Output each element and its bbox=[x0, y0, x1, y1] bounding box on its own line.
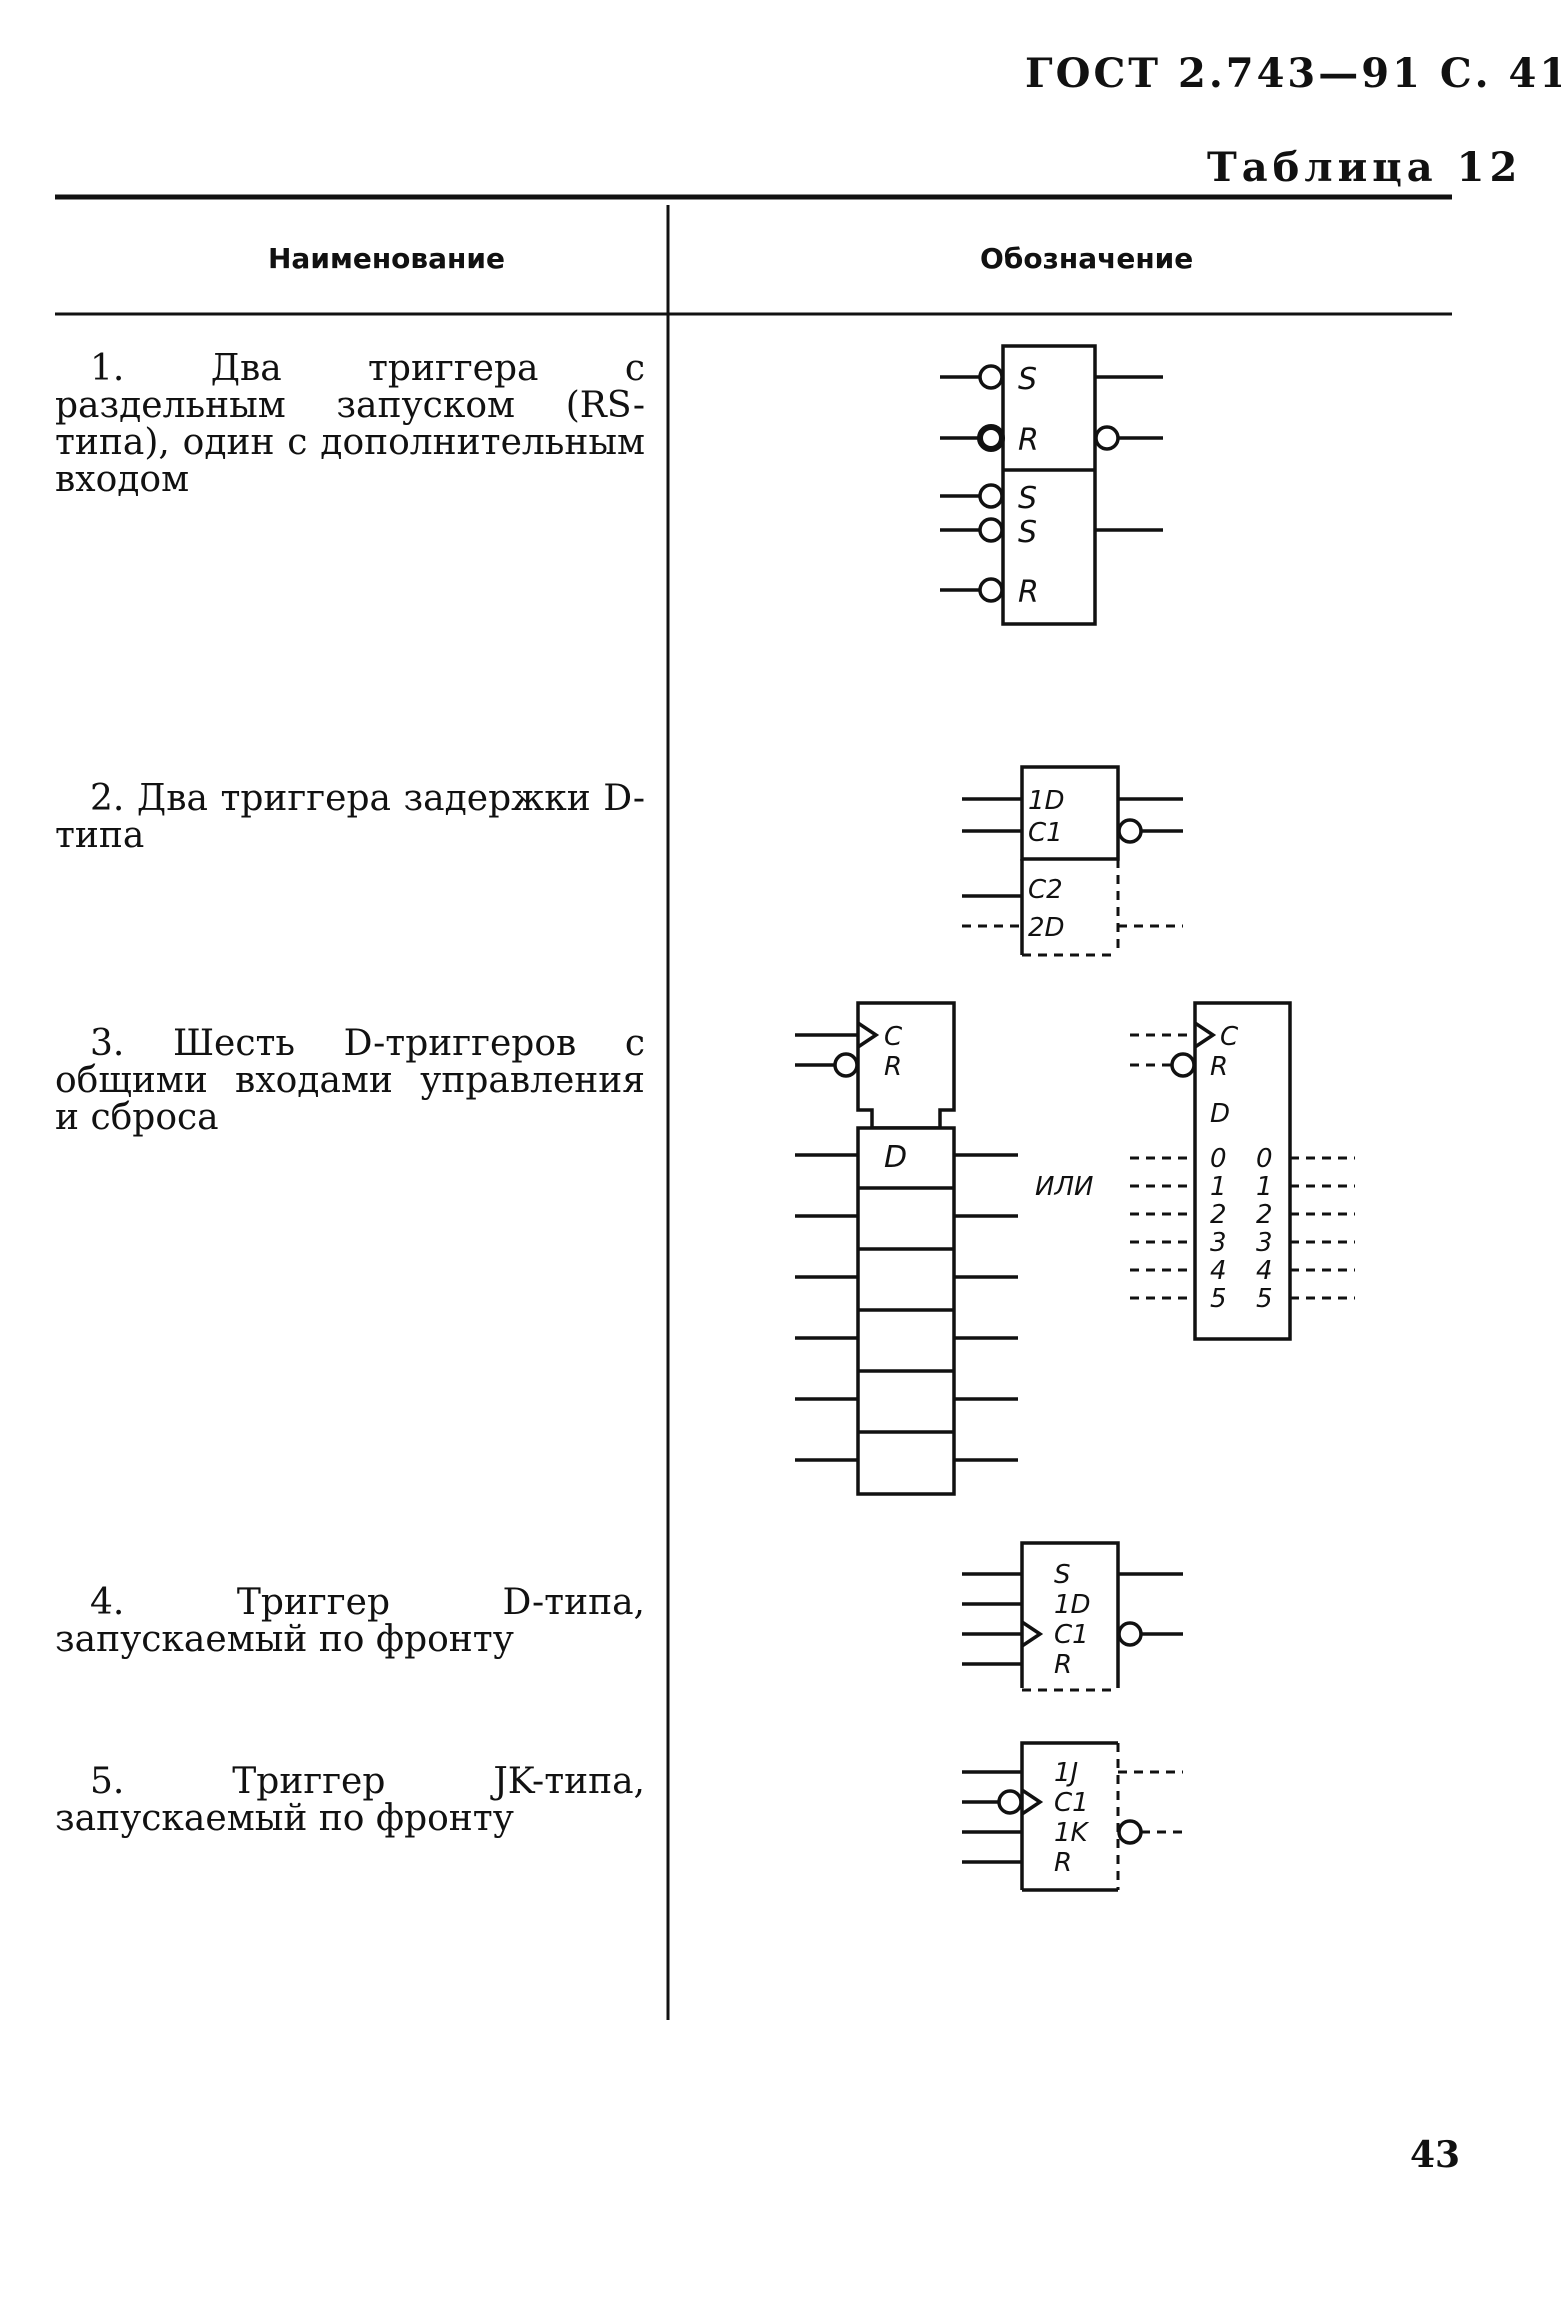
s3b-in-5: 5 bbox=[1210, 1284, 1227, 1314]
s3b-in-2: 2 bbox=[1210, 1200, 1227, 1230]
s3a-label-d: D bbox=[884, 1140, 907, 1175]
table-title: Таблица 12 bbox=[1207, 144, 1523, 191]
s1-label-s: S bbox=[1018, 362, 1037, 397]
s3b-in-4: 4 bbox=[1210, 1256, 1227, 1286]
s3b-out-5: 5 bbox=[1256, 1284, 1273, 1314]
s1-label-r: R bbox=[1018, 423, 1039, 458]
s1-label-s2: S bbox=[1018, 481, 1037, 516]
s5-label-r: R bbox=[1054, 1848, 1072, 1878]
row-text: Триггер D-типа, запускаемый по фронту bbox=[55, 1582, 645, 1660]
symbol-six-d-flipflops-a: C R D bbox=[795, 1001, 1018, 1496]
table-row-3-name: 3. Шесть D-триггеров с общими входами уп… bbox=[55, 1025, 645, 1136]
symbol-edge-jk-flipflop: 1J C1 1K R bbox=[962, 1741, 1183, 1892]
s3b-label-c: C bbox=[1220, 1022, 1239, 1052]
table-row-4-name: 4. Триггер D-типа, запускаемый по фронту bbox=[55, 1584, 645, 1658]
s2-label-c1: C1 bbox=[1028, 818, 1063, 848]
s3a-label-r: R bbox=[884, 1052, 902, 1082]
s3b-out-2: 2 bbox=[1256, 1200, 1273, 1230]
s4-label-1d: 1D bbox=[1054, 1590, 1091, 1620]
s2-label-c2: C2 bbox=[1028, 875, 1063, 905]
table-row-5-name: 5. Триггер JK-типа, запускаемый по фронт… bbox=[55, 1763, 645, 1837]
s4-label-r: R bbox=[1054, 1650, 1072, 1680]
alternative-or-label: ИЛИ bbox=[1035, 1172, 1093, 1202]
s1-label-s3: S bbox=[1018, 515, 1037, 550]
s4-label-c1: C1 bbox=[1054, 1620, 1089, 1650]
row-text: Два триггера задержки D-типа bbox=[55, 778, 645, 856]
row-text: Триггер JK-типа, запускаемый по фронту bbox=[55, 1761, 645, 1839]
row-number: 1. bbox=[90, 348, 125, 389]
s3b-label-d: D bbox=[1210, 1099, 1230, 1129]
s2-label-1d: 1D bbox=[1028, 786, 1065, 816]
symbol-d-delay-flipflops: 1D C1 C2 2D bbox=[962, 765, 1183, 957]
s3b-out-4: 4 bbox=[1256, 1256, 1273, 1286]
row-number: 2. bbox=[90, 778, 125, 819]
s5-label-1j: 1J bbox=[1054, 1758, 1078, 1788]
column-header-name: Наименование bbox=[268, 242, 505, 275]
page-number: 43 bbox=[1410, 2134, 1461, 2176]
s3b-out-1: 1 bbox=[1256, 1172, 1273, 1202]
s3b-out-0: 0 bbox=[1256, 1144, 1273, 1174]
table-row-1-name: 1. Два триггера с раздельным запуском (R… bbox=[55, 350, 645, 498]
s3b-label-r: R bbox=[1210, 1052, 1228, 1082]
column-header-symbol: Обозначение bbox=[980, 242, 1194, 275]
table-row-2-name: 2. Два триггера задержки D-типа bbox=[55, 780, 645, 854]
s2-label-2d: 2D bbox=[1028, 913, 1065, 943]
standard-header: ГОСТ 2.743—91 С. 41 bbox=[1025, 50, 1561, 97]
s3b-out-3: 3 bbox=[1256, 1228, 1273, 1258]
row-text: Два триггера с раздельным запуском (RS-т… bbox=[55, 348, 645, 500]
row-number: 5. bbox=[90, 1761, 125, 1802]
row-text: Шесть D-триггеров с общими входами управ… bbox=[55, 1023, 645, 1138]
s4-label-s: S bbox=[1054, 1560, 1071, 1590]
symbol-edge-d-flipflop: S 1D C1 R bbox=[962, 1541, 1183, 1692]
s5-label-1k: 1K bbox=[1054, 1818, 1090, 1848]
s3b-in-0: 0 bbox=[1210, 1144, 1227, 1174]
row-number: 4. bbox=[90, 1582, 125, 1623]
s3a-label-c: C bbox=[884, 1022, 903, 1052]
s3b-in-3: 3 bbox=[1210, 1228, 1227, 1258]
s3b-in-1: 1 bbox=[1210, 1172, 1227, 1202]
row-number: 3. bbox=[90, 1023, 125, 1064]
symbol-six-d-flipflops-b: C R D 0 1 2 3 4 5 0 1 2 3 4 5 bbox=[1130, 1001, 1355, 1341]
s1-label-r2: R bbox=[1018, 575, 1039, 610]
s5-label-c1: C1 bbox=[1054, 1788, 1089, 1818]
symbol-rs-flipflops: S R S S R bbox=[940, 344, 1163, 626]
